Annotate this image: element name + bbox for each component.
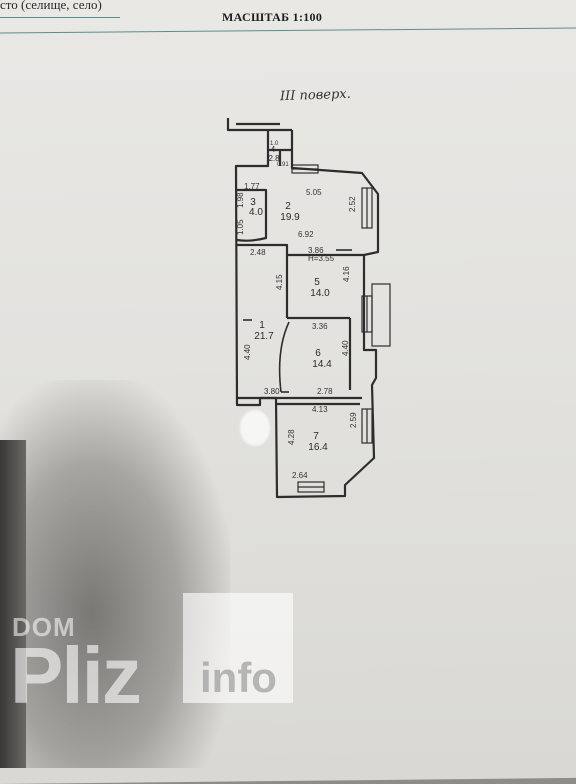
room-5-number: 5 <box>314 277 320 288</box>
dim-label: 4.28 <box>287 429 296 445</box>
watermark-info-text: info <box>200 654 277 701</box>
dim-label: 1.77 <box>244 182 260 191</box>
dim-label: H=3.55 <box>308 254 335 263</box>
room-1-area: 21.7 <box>254 331 274 342</box>
room-5-area: 14.0 <box>310 288 330 299</box>
watermark-dom-text: DOM <box>12 612 76 642</box>
dim-label: 3.36 <box>312 322 328 331</box>
dim-label: 4.40 <box>243 344 252 360</box>
dim-label: 6.92 <box>298 230 314 239</box>
room-7-area: 16.4 <box>308 442 328 453</box>
dim-label: 4.13 <box>312 405 328 414</box>
dim-label: 2.52 <box>348 196 357 212</box>
room-7-number: 7 <box>313 431 319 442</box>
room-4-area: 2.8 <box>268 154 280 163</box>
dim-label: 2.48 <box>250 248 266 257</box>
dim-label: 2.59 <box>349 412 358 428</box>
dim-label: 3.80 <box>264 387 280 396</box>
room-4-number: 4 <box>271 145 276 154</box>
room-6-area: 14.4 <box>312 359 332 370</box>
dim-label: 5.05 <box>306 188 322 197</box>
room-6-number: 6 <box>315 348 321 359</box>
dim-label: 4.15 <box>275 274 284 290</box>
dim-label: 0.91 <box>277 162 289 168</box>
room-2-number: 2 <box>285 201 291 212</box>
room-3-number: 3 <box>250 197 256 208</box>
header-location-text: сто (селище, село) <box>0 0 102 12</box>
dim-label: 1.05 <box>236 219 245 235</box>
room-2-area: 19.9 <box>280 212 300 223</box>
light-glare <box>240 410 270 446</box>
edge-shadow <box>0 440 26 768</box>
dim-label: 2.78 <box>317 387 333 396</box>
watermark-brand-text: Pliz <box>10 631 142 720</box>
dim-label: 4.40 <box>341 340 350 356</box>
dim-label: 4.16 <box>342 266 351 282</box>
dim-label: 2.64 <box>292 471 308 480</box>
scale-label: МАСШТАБ 1:100 <box>222 10 323 24</box>
header-underline <box>0 17 120 18</box>
room-1-number: 1 <box>259 320 265 331</box>
room-3-area: 4.0 <box>249 207 263 218</box>
dim-label: 1.0 <box>270 141 279 147</box>
dim-label: 1.98 <box>236 192 245 208</box>
floor-plan: 2 19.9 3 4.0 4 2.8 5 14.0 1 21.7 6 14.4 … <box>226 118 391 499</box>
watermark-box <box>183 593 293 703</box>
dim-label: 3.86 <box>308 246 324 255</box>
